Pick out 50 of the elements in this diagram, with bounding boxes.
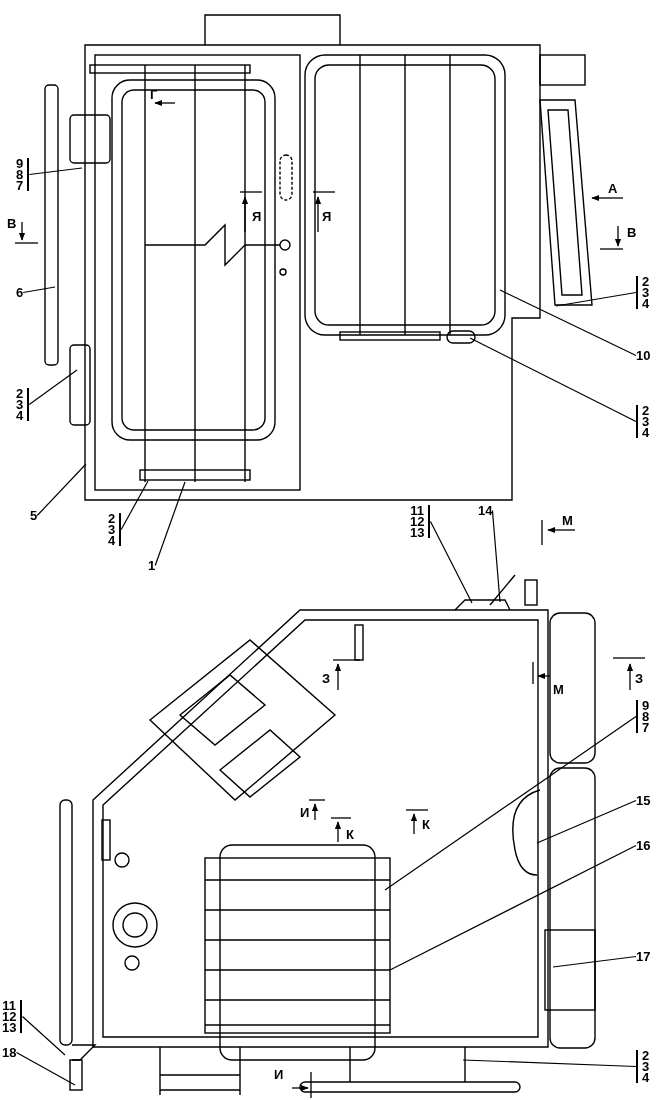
callout-number: 9 8 7 — [16, 158, 30, 191]
callout-number: 10 — [636, 350, 651, 361]
section-letter: Г — [150, 88, 158, 101]
callout-number: 2 3 4 — [636, 1050, 650, 1083]
leader-line — [36, 463, 87, 517]
leader-line — [154, 481, 186, 567]
callout-number: 2 3 4 — [636, 405, 650, 438]
leader-line — [555, 291, 637, 307]
callout-number: 9 8 7 — [636, 700, 650, 733]
leader-line — [120, 480, 149, 531]
section-letter: В — [627, 226, 637, 239]
callout-number: 18 — [2, 1047, 17, 1058]
callout-number: 2 3 4 — [636, 276, 650, 309]
leader-line — [499, 289, 637, 357]
leader-line — [28, 167, 83, 176]
section-letter: И — [274, 1068, 284, 1081]
leader-line — [389, 844, 637, 971]
section-letter: К — [422, 818, 430, 831]
callout-number: 14 — [478, 505, 493, 516]
callout-number: 2 3 4 — [16, 388, 30, 421]
callout-number: 2 3 4 — [108, 513, 122, 546]
leader-line — [536, 799, 637, 844]
leader-line — [15, 1051, 76, 1086]
callout-number: 17 — [636, 951, 651, 962]
leader-line — [429, 520, 473, 604]
section-letter: Я — [252, 210, 262, 223]
leader-line — [21, 1015, 66, 1056]
callout-number: 6 — [16, 287, 24, 298]
callout-number: 1 — [148, 560, 156, 571]
section-letter: М — [562, 514, 573, 527]
section-letter: З — [635, 672, 644, 685]
section-letter: М — [553, 683, 564, 696]
section-letter: К — [346, 828, 354, 841]
leader-line — [491, 509, 501, 603]
section-letter: В — [7, 217, 17, 230]
callout-number: 16 — [636, 840, 651, 851]
leader-line — [22, 286, 56, 294]
callout-number: 11 12 13 — [2, 1000, 23, 1033]
section-letter: А — [608, 182, 618, 195]
leader-line — [28, 369, 78, 406]
leader-line — [384, 715, 637, 891]
callout-number: 5 — [30, 510, 38, 521]
leader-line — [469, 337, 637, 423]
leader-line — [552, 955, 637, 968]
section-letter: Я — [322, 210, 332, 223]
callout-number: 15 — [636, 795, 651, 806]
callout-number: 11 12 13 — [410, 505, 431, 538]
leader-line — [462, 1059, 637, 1068]
section-letter: З — [322, 672, 331, 685]
section-letter: И — [300, 806, 310, 819]
